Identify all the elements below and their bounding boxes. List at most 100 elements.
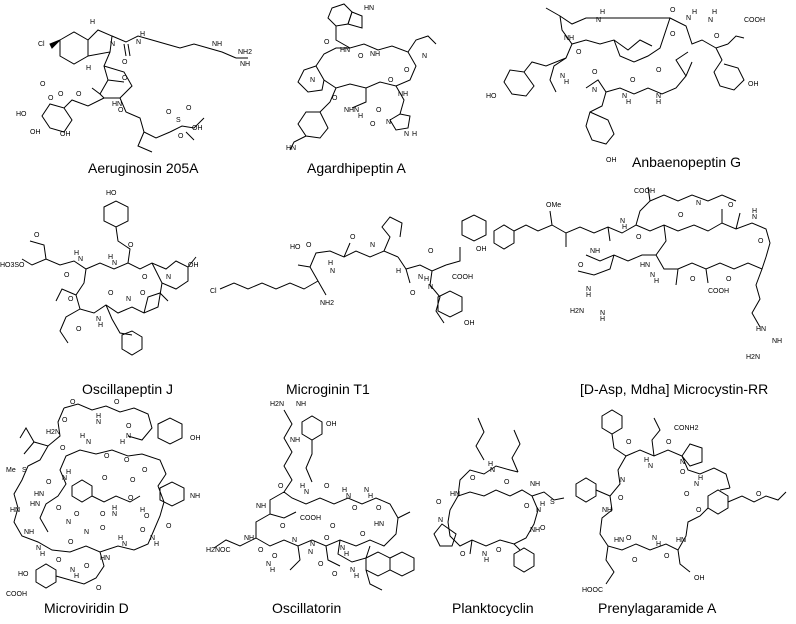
atom-label: N: [308, 549, 313, 556]
atom-label: O: [664, 553, 670, 560]
atom-label: OH: [192, 125, 203, 132]
atom-label: H: [600, 316, 605, 323]
atom-label: N: [600, 310, 605, 317]
atom-label: O: [618, 495, 624, 502]
atom-label: N: [122, 541, 127, 548]
atom-label: H: [300, 483, 305, 490]
atom-label: O: [178, 133, 184, 140]
atom-label: H: [484, 557, 489, 564]
atom-label: HO: [106, 190, 117, 197]
panel-prenylagaramide-a: CONH2 O H N O N O N O H N O NH O O HN O …: [570, 400, 796, 624]
atom-label: N: [364, 487, 369, 494]
atom-label: H: [342, 487, 347, 494]
atom-label: O: [696, 507, 702, 514]
atom-label: O: [70, 399, 76, 406]
atom-label: O: [626, 535, 632, 542]
structure-microginin-t1: HO O H N O N H O N O H N COOH OH Cl NH2 …: [210, 214, 487, 327]
caption-oscillapeptin-j: Oscillapeptin J: [82, 381, 174, 397]
caption-microviridin-d: Microviridin D: [44, 600, 129, 616]
structure-oscillatorin: H2N NH NH OH H N O O H N N H O O NH HN O…: [206, 401, 415, 591]
atom-label: OH: [694, 575, 705, 582]
atom-label: O: [128, 495, 134, 502]
atom-label: S: [550, 499, 555, 506]
atom-label: O: [166, 523, 172, 530]
structure-anbaenopeptin-g: N H O O N H N H COOH NH O O N H HO OH N …: [486, 7, 765, 164]
atom-label: H: [270, 567, 275, 574]
atom-label: N: [428, 284, 433, 291]
atom-label: N: [62, 475, 67, 482]
atom-label: N: [418, 274, 423, 281]
atom-label: H: [358, 113, 363, 120]
atom-label: N: [292, 537, 297, 544]
atom-label: H: [712, 9, 717, 16]
atom-label: O: [272, 553, 278, 560]
atom-label: NH2: [238, 49, 252, 56]
atom-label: O: [124, 457, 130, 464]
atom-label: N: [84, 529, 89, 536]
atom-label: O: [56, 557, 62, 564]
atom-label: O: [678, 212, 684, 219]
panel-microcystin-rr: COOH N O O H N O N H OMe O HN NH O H2N N…: [490, 185, 796, 400]
atom-label: OH: [30, 129, 41, 136]
caption-microginin-t1: Microginin T1: [286, 381, 370, 397]
atom-label: N: [680, 459, 685, 466]
atom-label: NH: [290, 437, 300, 444]
atom-label: OH: [606, 157, 617, 164]
atom-label: H: [656, 99, 661, 106]
atom-label: NH: [370, 51, 380, 58]
atom-label: O: [48, 95, 54, 102]
atom-label: HOOC: [582, 587, 603, 594]
atom-label: O: [410, 290, 416, 297]
atom-label: N: [126, 433, 131, 440]
atom-label: HN: [100, 555, 110, 562]
atom-label: H: [354, 573, 359, 580]
atom-label: NH: [590, 248, 600, 255]
atom-label: O: [524, 503, 530, 510]
caption-anbaenopeptin-g: Anbaenopeptin G: [632, 154, 741, 170]
atom-label: O: [404, 67, 410, 74]
atom-label: N: [650, 272, 655, 279]
caption-microcystin-rr: [D-Asp, Mdha] Microcystin-RR: [580, 381, 769, 397]
atom-label: N: [350, 567, 355, 574]
atom-label: N: [752, 214, 757, 221]
atom-label: NH: [256, 503, 266, 510]
atom-label: H: [564, 79, 569, 86]
atom-label: HN: [34, 491, 44, 498]
atom-label: N: [66, 519, 71, 526]
atom-label: O: [74, 511, 80, 518]
atom-label: Cl: [210, 288, 217, 295]
atom-label: COOH: [6, 591, 27, 598]
panel-microginin-t1: HO O H N O N H O N O H N COOH OH Cl NH2 …: [200, 185, 490, 400]
atom-label: N: [330, 268, 335, 275]
atom-label: S: [22, 467, 27, 474]
atom-label: O: [142, 467, 148, 474]
atom-label: O: [318, 561, 324, 568]
atom-label: O: [670, 7, 676, 14]
atom-label: OH: [326, 421, 337, 428]
atom-label: H: [622, 224, 627, 231]
atom-label: O: [670, 31, 676, 38]
atom-label: O: [376, 505, 382, 512]
atom-label: H: [112, 505, 117, 512]
atom-label: O: [142, 274, 148, 281]
atom-label: H: [752, 208, 757, 215]
panel-oscillapeptin-j: HO O HO3SO O H N O H N O N OH O N O N H …: [0, 185, 200, 400]
atom-label: O: [114, 399, 120, 406]
atom-label: O: [756, 491, 762, 498]
atom-label: HN: [756, 326, 766, 333]
atom-label: O: [56, 505, 62, 512]
atom-label: N: [36, 545, 41, 552]
caption-oscillatorin: Oscillatorin: [272, 600, 342, 616]
atom-label: N: [686, 15, 691, 22]
atom-label: COOH: [300, 515, 321, 522]
panel-oscillatorin: H2N NH NH OH H N O O H N N H O O NH HN O…: [200, 400, 430, 624]
atom-label: H: [86, 65, 91, 72]
atom-label: OH: [190, 435, 201, 442]
atom-label: O: [332, 95, 338, 102]
atom-label: NH: [602, 507, 612, 514]
atom-label: HN: [112, 101, 122, 108]
atom-label: N: [586, 286, 591, 293]
atom-label: H: [98, 322, 103, 329]
structure-aeruginosin-205a: Cl H H N O H N NH NH2 NH O O HN O O O HO…: [16, 19, 252, 153]
atom-label: O: [352, 505, 358, 512]
